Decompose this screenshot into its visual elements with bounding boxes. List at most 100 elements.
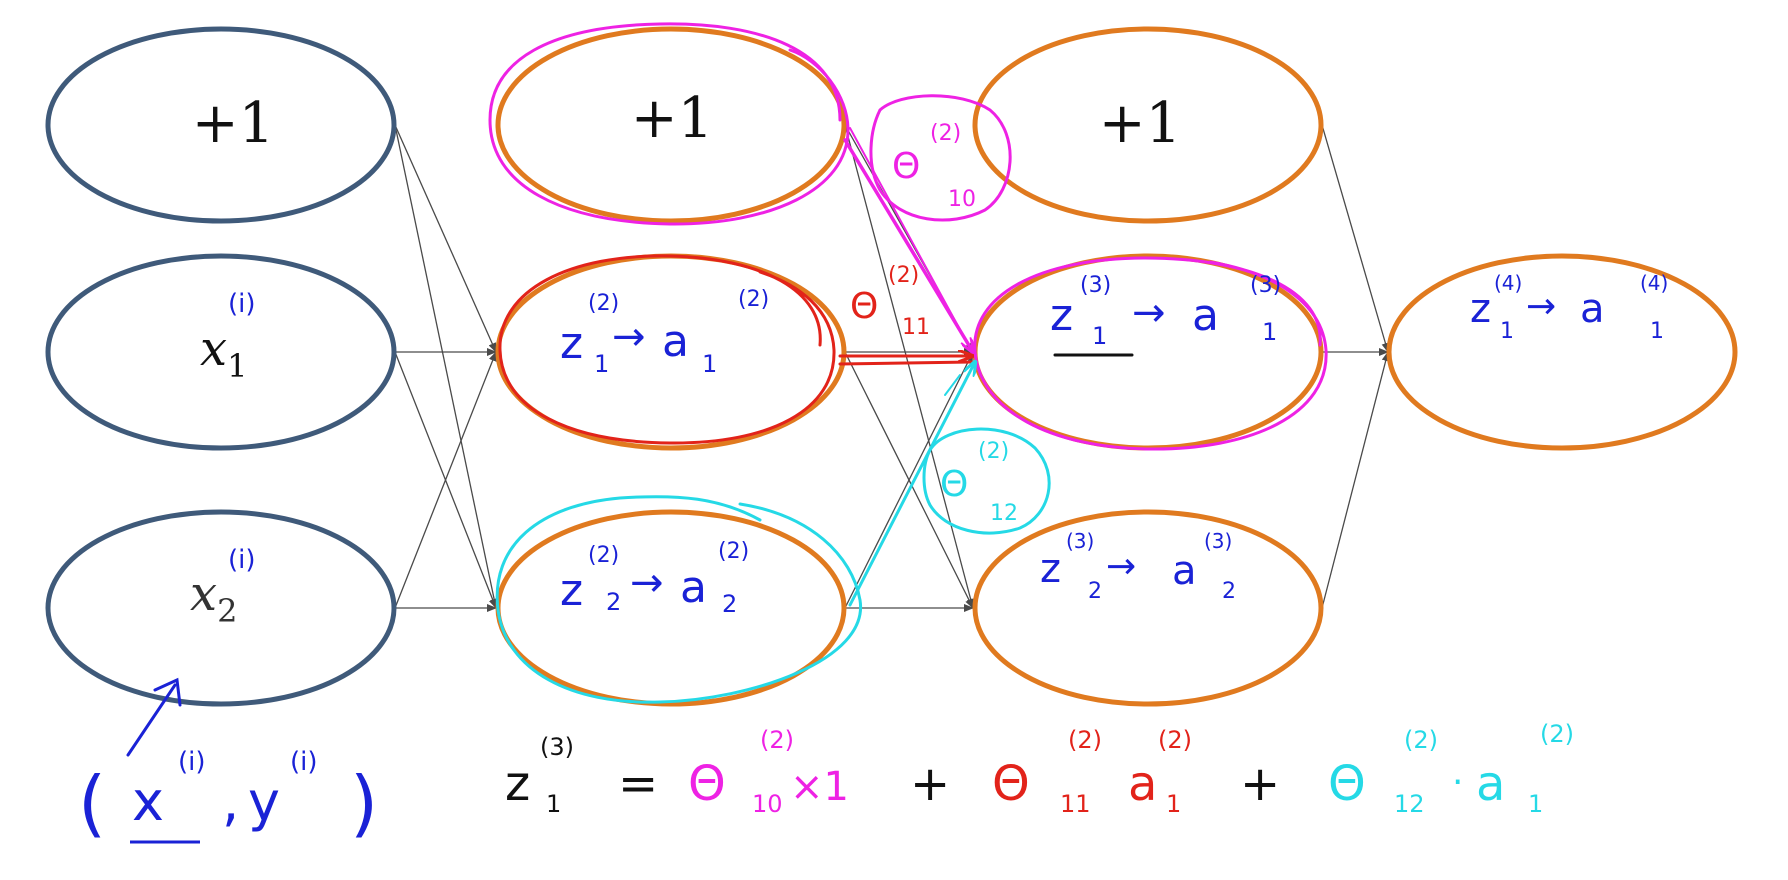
l3u2-arrow: →: [1106, 546, 1136, 587]
te-close-paren: ): [350, 761, 378, 845]
eq-lhs: z: [505, 756, 530, 812]
theta12-symbol: Θ: [940, 464, 968, 505]
cyan-arrow-2: [944, 374, 961, 396]
te-y: y: [248, 770, 280, 833]
node-input-x2: [45, 509, 397, 707]
edge-l1bias-l2u1: [394, 124, 497, 353]
eq-t3-factor-sup: (2): [1540, 720, 1574, 748]
x2-label: x2: [190, 566, 237, 630]
l3u2-a-sub: 2: [1222, 579, 1236, 604]
equation: z (3) 1 = Θ (2) 10 ×1 + Θ (2) 11 a (2) 1…: [505, 720, 1574, 818]
l4u1-a: a: [1580, 286, 1605, 332]
weight-annotations: Θ (2) 10 Θ (2) 11 Θ (2) 12: [850, 121, 1018, 526]
eq-t2-sub: 11: [1060, 790, 1091, 818]
edge-l1bias-l2u2: [394, 124, 499, 609]
l2u2-a: a: [680, 562, 707, 613]
eq-t1-sub: 10: [752, 790, 783, 818]
theta11-label: Θ (2) 11: [850, 263, 930, 340]
l3u2-a: a: [1172, 548, 1197, 594]
l2-bias-label: +1: [631, 86, 714, 151]
red-circle-l2-unit1: [498, 254, 836, 445]
theta10-sub: 10: [948, 187, 976, 212]
magenta-arrow: [843, 138, 973, 352]
te-open-paren: (: [78, 761, 106, 845]
l2u1-z: z: [560, 318, 583, 369]
l3u2-z: z: [1040, 546, 1061, 592]
eq-t3-symbol: Θ: [1328, 756, 1366, 812]
training-example: ( x (i) , y (i) ): [78, 747, 378, 845]
node-l2-bias: [495, 26, 847, 224]
eq-plus2: +: [1240, 756, 1280, 812]
l2u1-a: a: [662, 316, 689, 367]
l4u1-a-sub: 1: [1650, 319, 1664, 344]
l2u1-arrow: →: [612, 314, 646, 360]
x2-base: x: [190, 566, 217, 622]
l2-unit1-label: z (2) 1 → a (2) 1: [560, 287, 769, 378]
te-y-sup: (i): [290, 747, 318, 777]
l3u2-z-sup: (3): [1066, 529, 1094, 553]
highlight-annotations: [126, 22, 1328, 757]
magenta-circle-l2-bias: [488, 22, 850, 226]
l2u1-z-sub: 1: [594, 350, 609, 378]
l2u2-z-sup: (2): [588, 543, 619, 568]
eq-t2-factor-sub: 1: [1166, 790, 1181, 818]
layer-1: [45, 26, 397, 707]
l3u1-a: a: [1192, 290, 1219, 341]
theta12-sub: 12: [990, 501, 1018, 526]
l4-unit1-label: z (4) 1 → a (4) 1: [1470, 271, 1668, 344]
red-double-arrow-2: [838, 360, 974, 366]
eq-t3-factor: a: [1476, 756, 1505, 812]
eq-t2-factor-sup: (2): [1158, 726, 1192, 754]
theta11-symbol: Θ: [850, 286, 878, 327]
eq-t3-sup: (2): [1404, 726, 1438, 754]
x1-label: x1: [200, 321, 247, 385]
eq-term2: Θ (2) 11 a (2) 1: [992, 726, 1192, 818]
l2u1-z-sup: (2): [588, 291, 619, 316]
l2u2-a-sub: 2: [722, 590, 737, 618]
eq-t3-sub: 12: [1394, 790, 1425, 818]
theta11-sup: (2): [888, 263, 919, 288]
node-l3-bias: [972, 26, 1324, 224]
te-comma: ,: [222, 770, 239, 833]
theta10-sup: (2): [930, 121, 961, 146]
training-arrow: [126, 683, 177, 757]
l2u2-z: z: [560, 565, 583, 616]
l2u1-a-sub: 1: [702, 350, 717, 378]
l4u1-z-sub: 1: [1500, 319, 1514, 344]
eq-equals: =: [618, 756, 658, 812]
theta11-sub: 11: [902, 315, 930, 340]
l3u2-z-sub: 2: [1088, 579, 1102, 604]
l3u1-a-sup: (3): [1250, 273, 1281, 298]
theta12-sup: (2): [978, 439, 1009, 464]
eq-t3-dot: ·: [1452, 762, 1463, 803]
edges: [394, 124, 1390, 612]
cyan-arrow: [848, 362, 975, 607]
node-input-bias: [45, 26, 397, 224]
l3-bias-label: +1: [1099, 91, 1182, 156]
cyan-circle-l2-unit2: [495, 495, 862, 704]
l2-unit2-label: z (2) 2 → a (2) 2: [560, 539, 749, 618]
edge-l3bias-l4u1: [1321, 124, 1390, 353]
l4u1-arrow: →: [1526, 286, 1556, 327]
theta12-label: Θ (2) 12: [940, 439, 1018, 526]
x2-sup: (i): [228, 545, 256, 575]
node-input-x1: [45, 253, 397, 451]
eq-t1-sup: (2): [760, 726, 794, 754]
eq-t1-symbol: Θ: [688, 756, 726, 812]
edge-l2u2-l3u1: [844, 351, 974, 609]
x1-sub: 1: [227, 347, 247, 385]
l3u2-a-sup: (3): [1204, 529, 1232, 553]
te-x-sup: (i): [178, 747, 206, 777]
l3u1-z: z: [1050, 290, 1073, 341]
eq-lhs-sup: (3): [540, 733, 574, 761]
eq-term1: Θ (2) 10 ×1: [688, 726, 849, 818]
node-l4-unit1: [1386, 253, 1738, 451]
l2u2-z-sub: 2: [606, 588, 621, 616]
theta10-label: Θ (2) 10: [892, 121, 976, 212]
l3-unit2-label: z (3) 2 → a (3) 2: [1040, 529, 1236, 604]
l3u1-a-sub: 1: [1262, 318, 1277, 346]
eq-lhs-sub: 1: [546, 790, 561, 818]
l3u1-z-sub: 1: [1092, 322, 1107, 350]
layer-4: [1386, 253, 1738, 451]
